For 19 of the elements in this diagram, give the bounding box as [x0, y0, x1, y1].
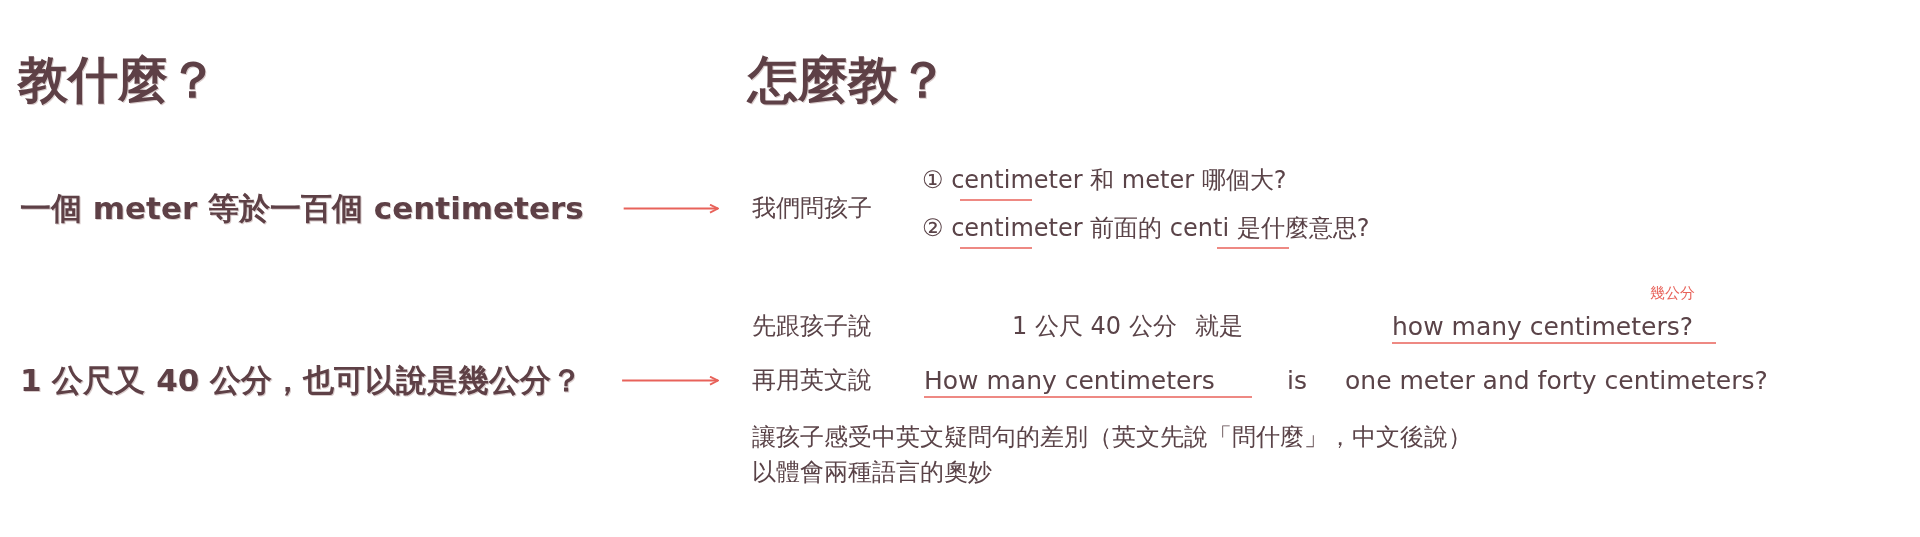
annotation-text: 幾公分: [1650, 284, 1695, 302]
note-text: 讓孩子感受中英文疑問句的差別（英文先說「問什麼」，中文後說）以體會兩種語言的奧妙: [752, 422, 1473, 488]
arrow: [622, 203, 719, 214]
english-question: how many centimeters?: [1392, 312, 1693, 342]
answer-text: 1 公尺 40 公分: [1012, 312, 1177, 341]
english-text: is: [1287, 366, 1307, 396]
section-heading: 教什麼？: [18, 50, 218, 110]
question-prompt: 我們問孩子: [752, 194, 872, 223]
question-text: ② centimeter 前面的 centi 是什麼意思?: [922, 214, 1370, 243]
english-question: How many centimeters: [924, 366, 1215, 396]
instruction-text: 先跟孩子說: [752, 312, 872, 341]
instruction-text: 就是: [1195, 312, 1243, 341]
section-heading: 怎麼教？: [748, 50, 948, 110]
english-text: one meter and forty centimeters?: [1345, 366, 1768, 396]
question-text: ① centimeter 和 meter 哪個大?: [922, 166, 1287, 195]
instruction-text: 再用英文說: [752, 366, 872, 395]
arrow: [621, 375, 719, 386]
heading-text: 一個 meter 等於一百個 centimeters: [20, 190, 584, 228]
heading-text: 1 公尺又 40 公分，也可以說是幾公分？: [20, 362, 583, 400]
